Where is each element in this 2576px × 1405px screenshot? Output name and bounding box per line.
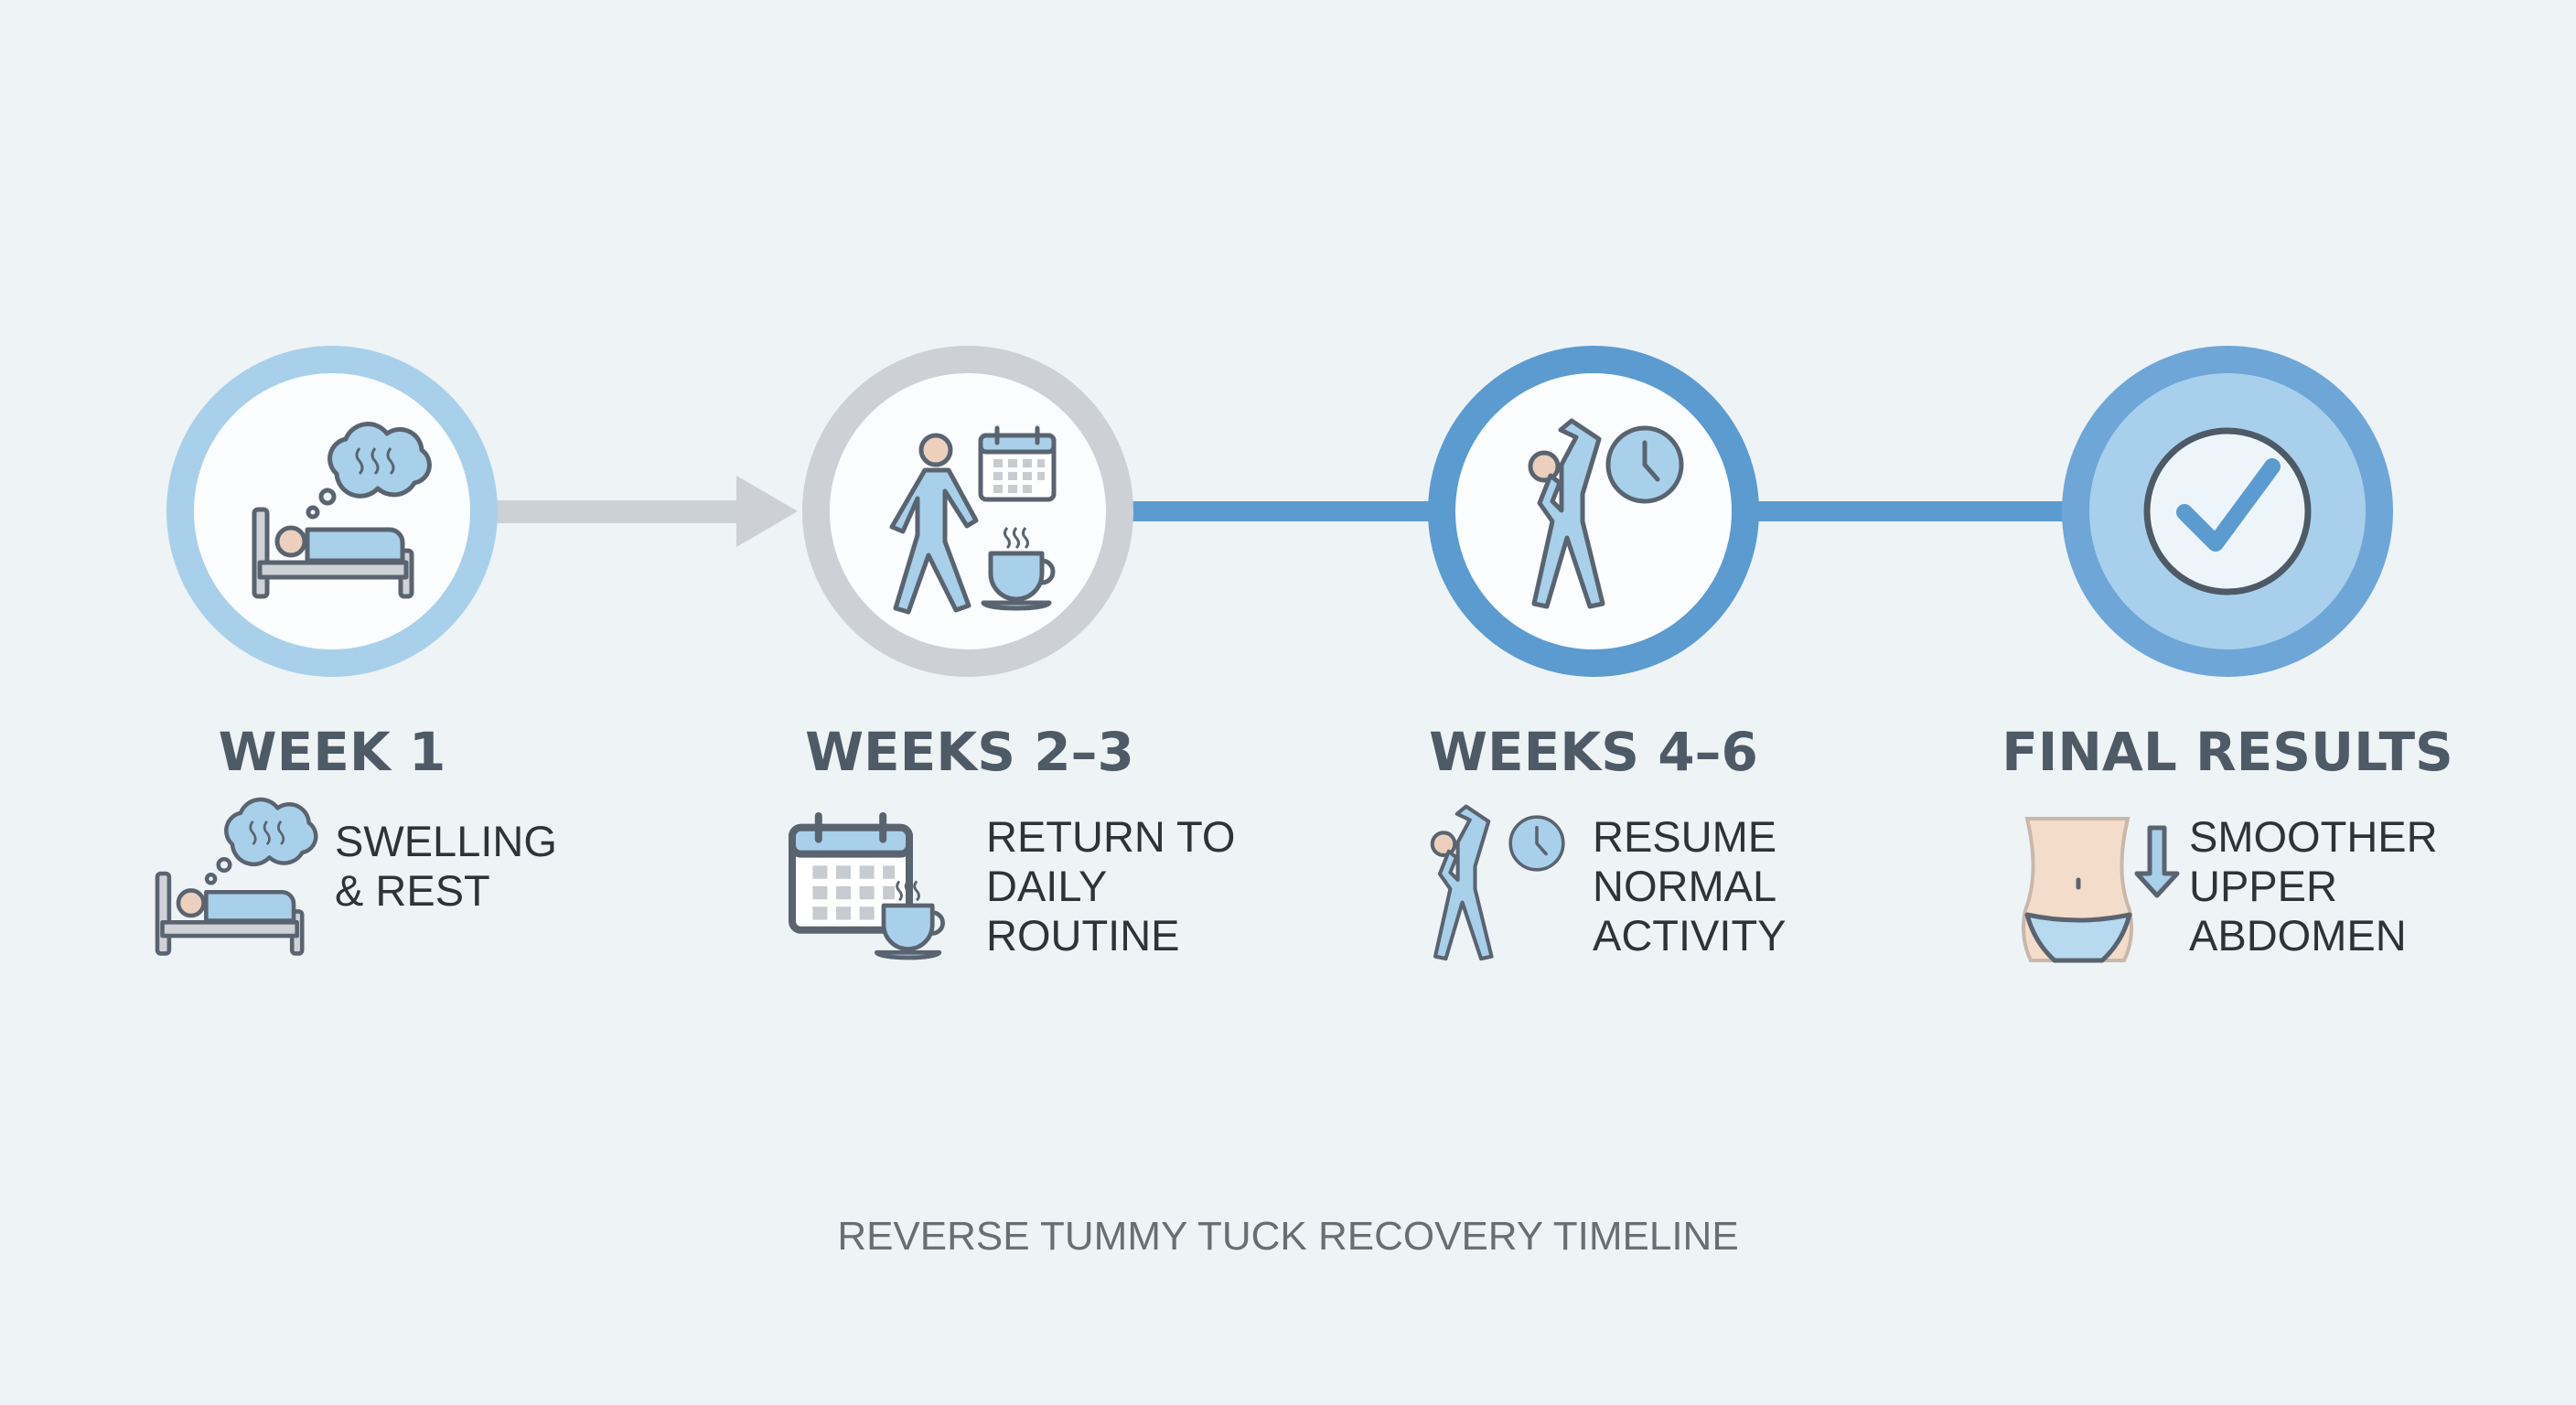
stage-desc-line: ABDOMEN [2189,911,2407,960]
stage-desc-line: ACTIVITY [1593,911,1787,960]
stage-desc-line: UPPER [2189,862,2337,910]
stage-desc-line: RESUME [1593,812,1776,861]
stretching-clock-small-icon [1433,807,1565,959]
checkmark-icon [2176,458,2281,552]
stage-desc-line: SWELLING [335,817,557,865]
stage-heading: WEEKS 2–3 [805,721,1134,783]
swelling-rest-icon [157,799,316,953]
calendar-coffee-icon [792,816,943,958]
arrow-connector [494,500,755,523]
stage-weeks-4-6: WEEKS 4–6 RESUME NORMAL ACTIVITY [1428,346,1787,960]
stage-week-1: WEEK 1 SWELLING & REST [157,346,557,953]
stage-weeks-2-3: WEEKS 2–3 RETURN TO DAILY ROUTINE [792,346,1235,960]
stage-desc-line: SMOOTHER [2189,812,2438,861]
line-connector [1132,501,1434,521]
stage-desc-line: RETURN TO [986,812,1235,861]
stage-circle [166,346,498,677]
stage-desc-line: ROUTINE [986,911,1180,960]
checkmark-circle [2143,427,2312,595]
stage-desc-line: & REST [335,866,490,915]
stage-desc-line: DAILY [986,862,1107,910]
timeline-title: REVERSE TUMMY TUCK RECOVERY TIMELINE [837,1214,1738,1259]
stage-heading: FINAL RESULTS [2002,721,2453,783]
stage-final-results: FINAL RESULTS SMOOTHER UPPER ABDOMEN [2002,346,2453,963]
stage-desc-line: NORMAL [1593,862,1776,910]
line-connector [1758,501,2065,521]
stage-circle [1428,346,1759,677]
stage-heading: WEEK 1 [219,721,446,783]
stage-heading: WEEKS 4–6 [1429,721,1758,783]
arrow-head-icon [736,476,798,547]
abdomen-icon [2022,817,2180,963]
